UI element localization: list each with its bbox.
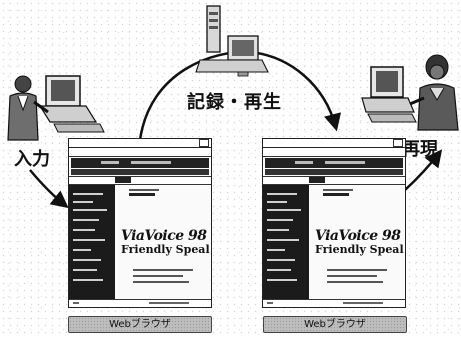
logo-line-2: Friendly Speal — [315, 243, 404, 256]
input-arrow — [29, 169, 69, 209]
right-browser-label: Webブラウザ — [263, 316, 407, 333]
browser-toolbar — [71, 158, 209, 168]
logo-line-1: ViaVoice 98 — [121, 228, 207, 244]
browser-menu-bar — [69, 148, 211, 163]
viavoice-logo: ViaVoice 98 Friendly Speal — [315, 229, 404, 255]
right-browser-window: ViaVoice 98 Friendly Speal — [262, 138, 406, 308]
browser-toolbar — [265, 158, 403, 168]
logo-line-1: ViaVoice 98 — [315, 228, 401, 244]
browser-page-body: ViaVoice 98 Friendly Speal — [263, 185, 405, 299]
left-browser-window: ViaVoice 98 Friendly Speal — [68, 138, 212, 308]
browser-sidebar — [69, 185, 115, 299]
browser-nav-strip — [263, 176, 405, 185]
right-user-computer-icon — [361, 54, 459, 131]
left-user-computer-icon — [7, 75, 105, 141]
window-control-icon — [199, 139, 209, 147]
reproduce-arrow — [404, 149, 443, 191]
logo-line-2: Friendly Speal — [121, 243, 210, 256]
left-browser-label: Webブラウザ — [68, 316, 212, 333]
browser-address-bar — [265, 169, 403, 175]
browser-status-bar — [263, 299, 405, 307]
browser-menu-bar — [263, 148, 405, 163]
browser-title-bar — [69, 139, 211, 148]
browser-address-bar — [71, 169, 209, 175]
window-control-icon — [393, 139, 403, 147]
browser-page-body: ViaVoice 98 Friendly Speal — [69, 185, 211, 299]
center-server-computer-icon — [195, 5, 269, 77]
browser-sidebar — [263, 185, 309, 299]
browser-title-bar — [263, 139, 405, 148]
browser-nav-strip — [69, 176, 211, 185]
record-playback-caption: 記録・再生 — [187, 92, 282, 113]
viavoice-logo: ViaVoice 98 Friendly Speal — [121, 229, 210, 255]
input-caption: 入力 — [14, 149, 50, 170]
reproduce-caption: 再現 — [402, 139, 438, 160]
browser-status-bar — [69, 299, 211, 307]
